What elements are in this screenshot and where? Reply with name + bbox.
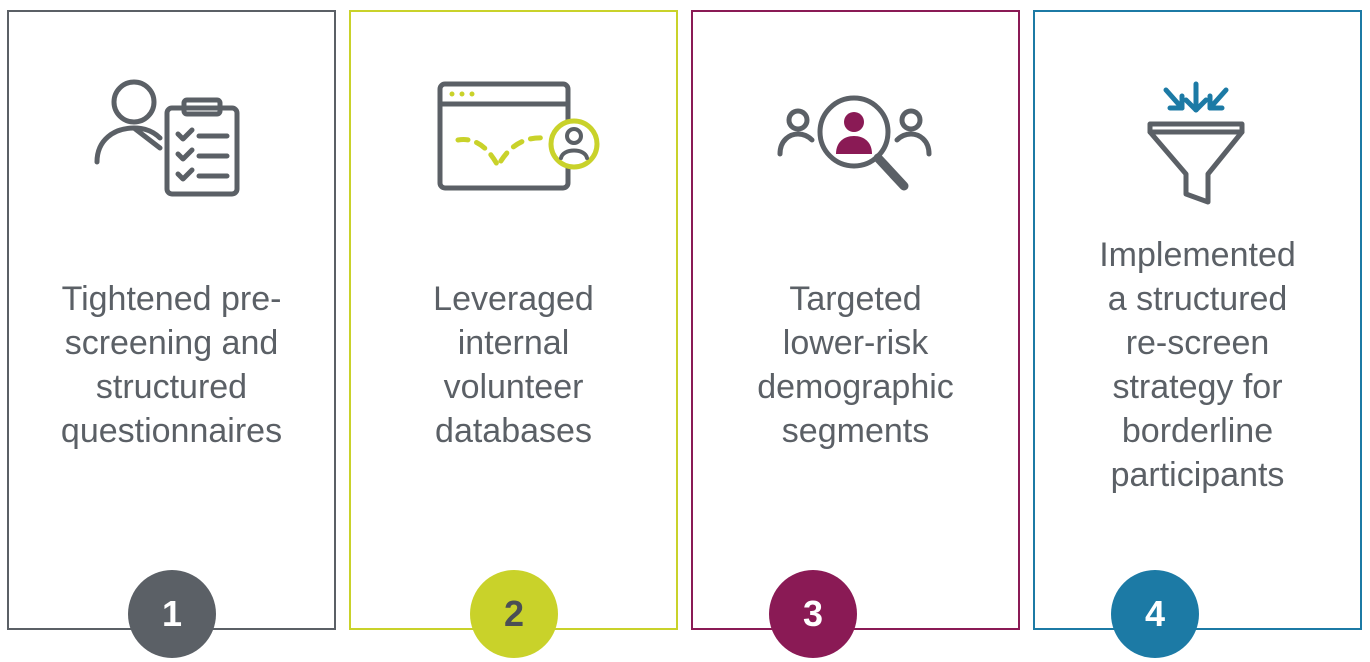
- step-number-badge: 3: [769, 570, 857, 658]
- browser-user-icon: [437, 81, 599, 191]
- step-card-1: Tightened pre- screening and structured …: [7, 10, 336, 630]
- step-text: Targeted lower-risk demographic segments: [757, 280, 954, 450]
- step-card-3: Targeted lower-risk demographic segments: [691, 10, 1020, 630]
- step-number-badge: 1: [128, 570, 216, 658]
- step-card-4: Implemented a structured re-screen strat…: [1033, 10, 1362, 630]
- magnifier-people-icon: [777, 95, 931, 191]
- person-clipboard-icon: [94, 79, 239, 197]
- step-number-badge: 4: [1111, 570, 1199, 658]
- step-text: Leveraged internal volunteer databases: [433, 280, 594, 450]
- funnel-arrows-icon: [1147, 81, 1244, 205]
- step-text: Implemented a structured re-screen strat…: [1099, 236, 1296, 494]
- step-number-badge: 2: [470, 570, 558, 658]
- step-text: Tightened pre- screening and structured …: [60, 280, 283, 450]
- step-card-2: Leveraged internal volunteer databases: [349, 10, 678, 630]
